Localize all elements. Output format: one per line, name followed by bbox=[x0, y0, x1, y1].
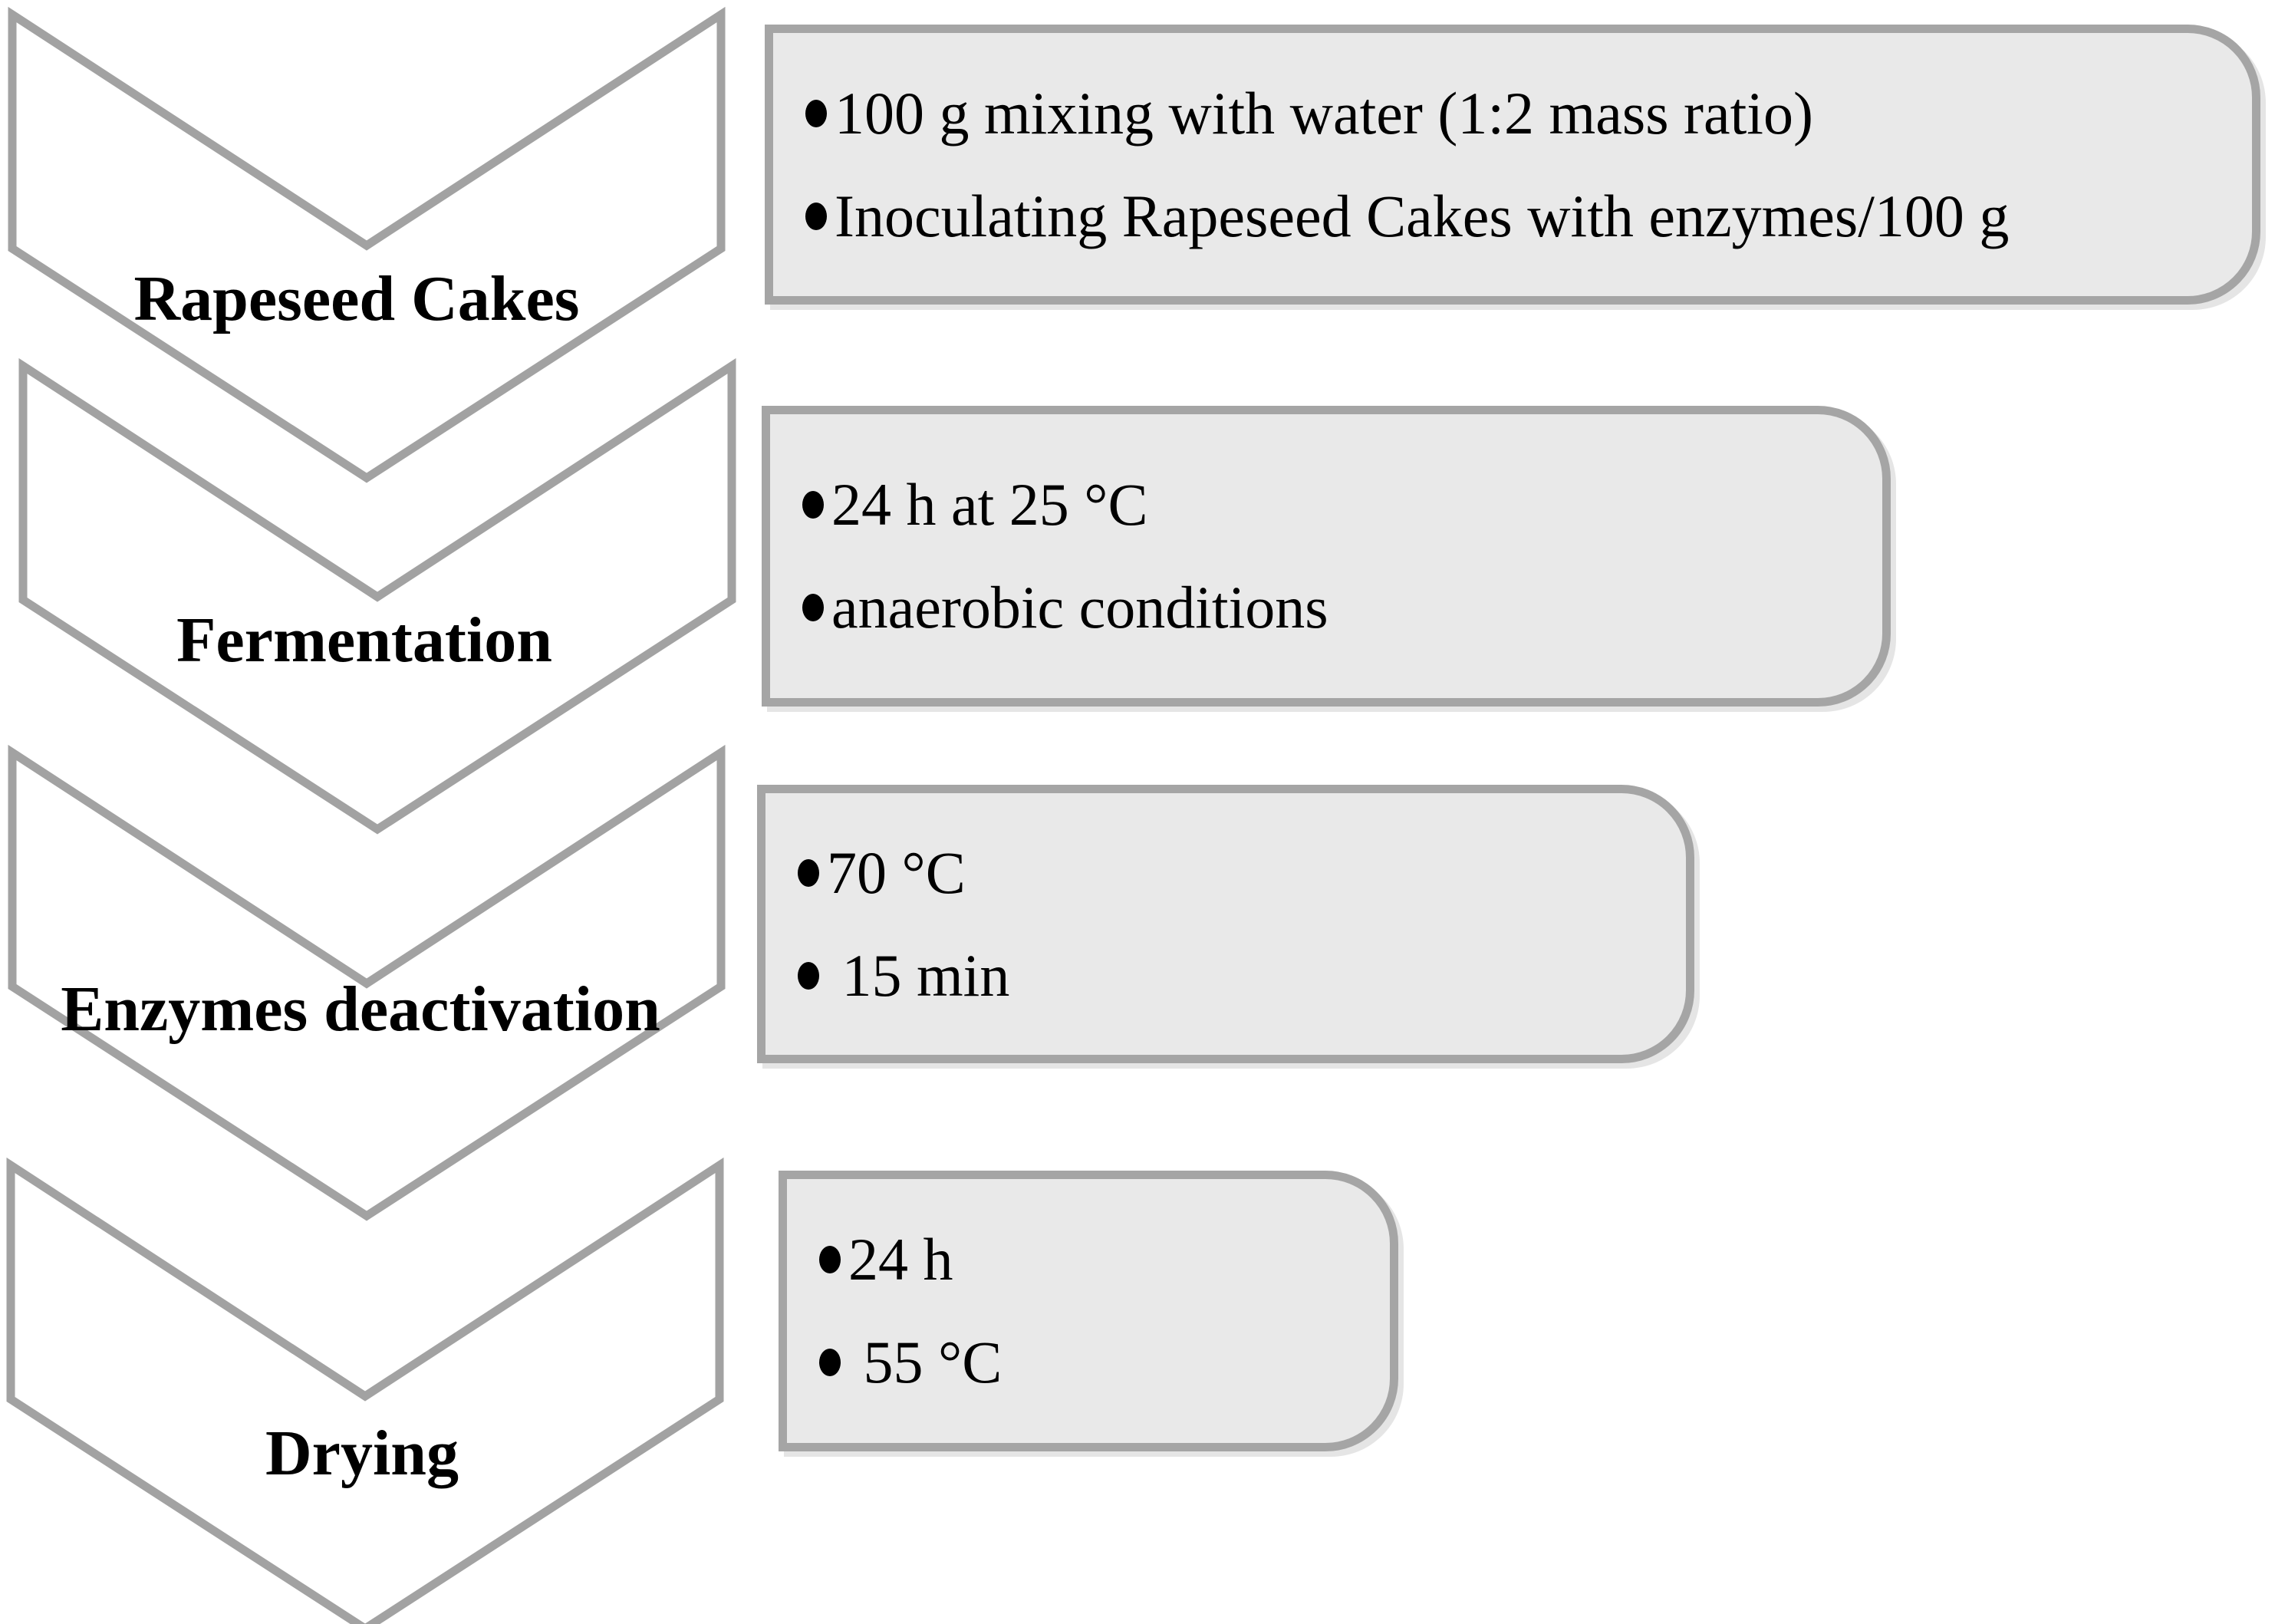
bullet-text: 70 °C bbox=[827, 838, 966, 906]
step-label-rapeseed-cakes: Rapeseed Cakes bbox=[133, 263, 580, 334]
chevron-down-arrow-step2 bbox=[18, 357, 736, 835]
bullet-dot bbox=[798, 858, 819, 887]
chevron-shape bbox=[6, 1157, 724, 1624]
bullet-text: 24 h at 25 °C bbox=[831, 471, 1148, 538]
chevron-shape bbox=[8, 744, 726, 1221]
bullet-dot bbox=[802, 594, 824, 621]
chevron-down-arrow-step4 bbox=[6, 1157, 724, 1624]
bullet-dot bbox=[819, 1349, 841, 1376]
bullet-item: Inoculating Rapeseed Cakes with enzymes/… bbox=[805, 165, 2252, 268]
bullet-text: 15 min bbox=[827, 941, 1010, 1009]
step-label-fermentation: Fermentation bbox=[176, 604, 552, 676]
info-box-drying: 24 h 55 °C bbox=[779, 1171, 1398, 1451]
bullet-dot bbox=[798, 961, 819, 990]
bullet-dot bbox=[805, 202, 827, 230]
chevron-shape bbox=[18, 357, 736, 835]
bullet-item: anaerobic conditions bbox=[802, 556, 1882, 659]
chevron-down-arrow-step1 bbox=[8, 6, 726, 483]
bullet-dot bbox=[802, 491, 824, 519]
info-box-enzymes-deactivation: 70 °C 15 min bbox=[757, 785, 1694, 1063]
bullet-text: 24 h bbox=[848, 1226, 953, 1293]
bullet-dot bbox=[819, 1246, 841, 1273]
chevron-down-arrow-step3 bbox=[8, 744, 726, 1221]
bullet-item: 55 °C bbox=[819, 1311, 1390, 1414]
bullet-dot bbox=[805, 99, 827, 127]
step-label-drying: Drying bbox=[265, 1418, 459, 1489]
bullet-text: 55 °C bbox=[848, 1329, 1003, 1395]
bullet-text: anaerobic conditions bbox=[831, 574, 1328, 641]
bullet-item: 70 °C bbox=[798, 822, 1686, 924]
bullet-text: Inoculating Rapeseed Cakes with enzymes/… bbox=[835, 182, 2010, 249]
info-box-fermentation: 24 h at 25 °C anaerobic conditions bbox=[762, 406, 1891, 707]
chevron-shape bbox=[8, 6, 726, 483]
bullet-text: 100 g mixing with water (1:2 mass ratio) bbox=[835, 79, 1813, 147]
bullet-item: 24 h bbox=[819, 1208, 1390, 1311]
bullet-item: 15 min bbox=[798, 924, 1686, 1027]
bullet-item: 24 h at 25 °C bbox=[802, 453, 1882, 556]
step-label-enzymes-deactivation: Enzymes deactivation bbox=[61, 973, 660, 1045]
bullet-item: 100 g mixing with water (1:2 mass ratio) bbox=[805, 62, 2252, 165]
info-box-rapeseed-cakes: 100 g mixing with water (1:2 mass ratio)… bbox=[765, 25, 2260, 305]
